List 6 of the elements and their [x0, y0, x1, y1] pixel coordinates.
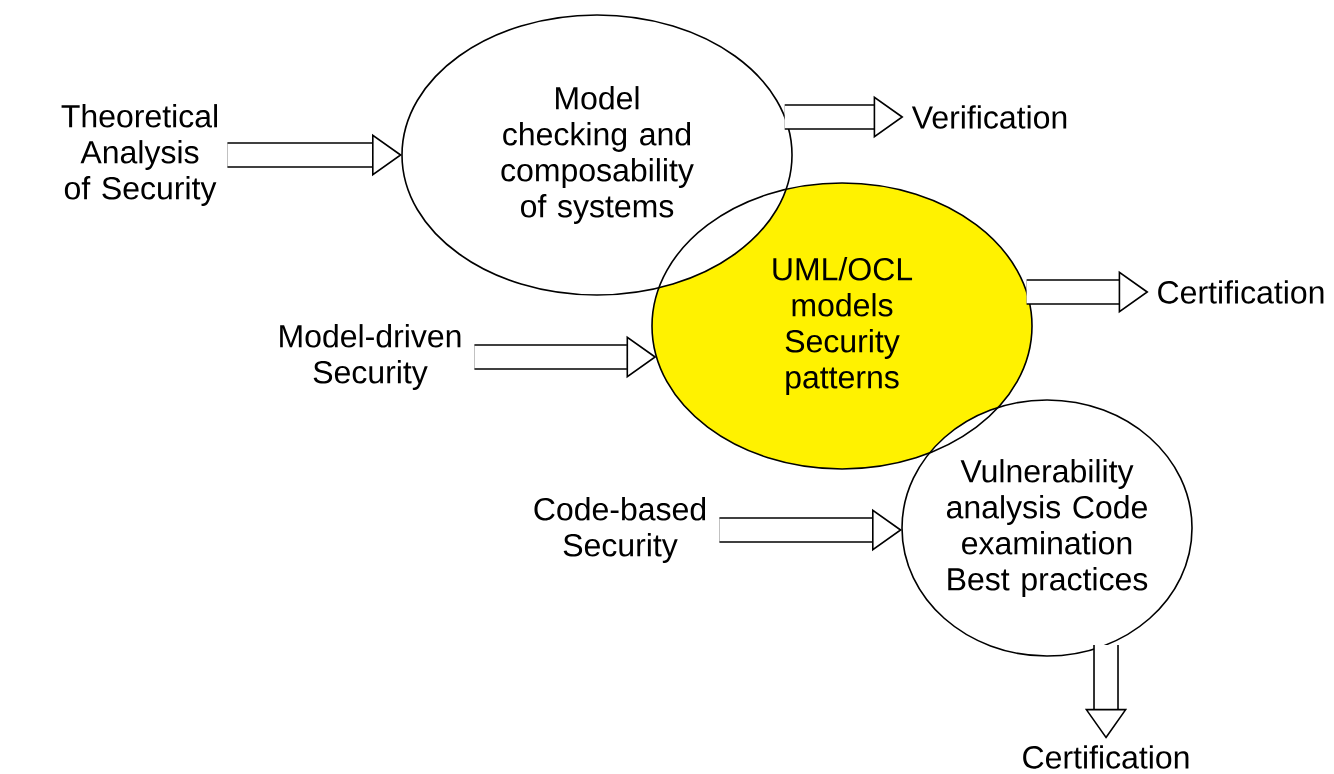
label-text: Model-driven Security [280, 324, 461, 390]
label-text: Theoretical Analysis of Security [61, 104, 217, 206]
label-text: Code-based Security [534, 497, 706, 563]
label-text: Verification [911, 105, 1067, 129]
label-text: Certification [1023, 745, 1189, 769]
label-text: Certification [1158, 280, 1324, 304]
